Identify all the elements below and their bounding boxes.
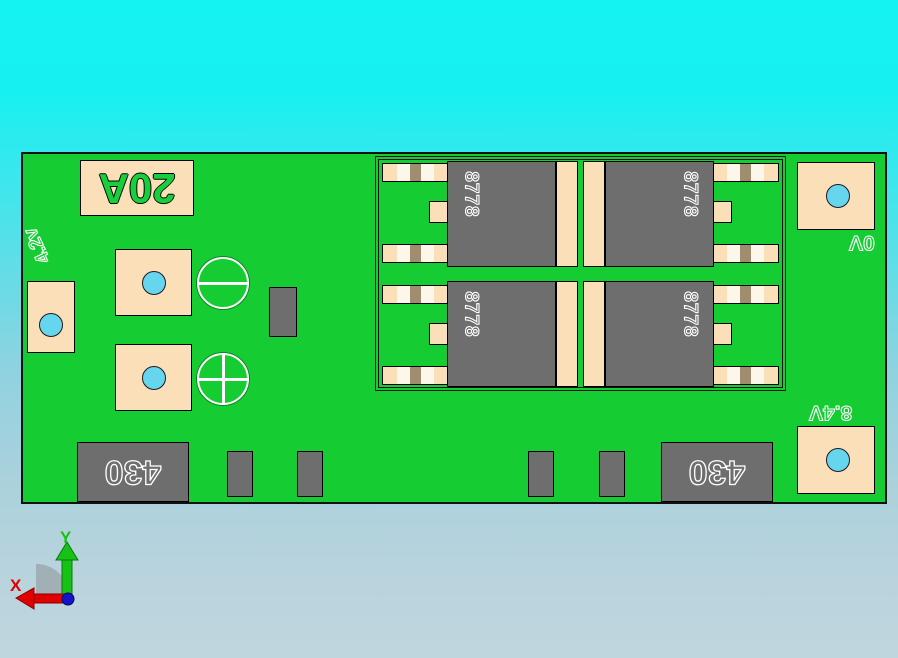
lead-pads-top-right-upper: [713, 163, 779, 182]
resistor-430-right-label: 430: [688, 452, 746, 491]
smd-bottom-4[interactable]: [599, 451, 625, 497]
axis-z-origin-dot: [61, 592, 75, 606]
rating-pad-20a: [80, 160, 194, 216]
smd-component-center-left[interactable]: [269, 287, 297, 337]
mosfet-tab-bottom-left: [556, 281, 578, 387]
ground-terminal-hole: [826, 184, 850, 208]
axis-gizmo-svg: [15, 541, 79, 610]
mosfet-tab-top-left: [556, 161, 578, 267]
mosfet-top-right[interactable]: [605, 161, 714, 267]
smd-bottom-3[interactable]: [528, 451, 554, 497]
pcb-board[interactable]: 20A 4.2v: [20, 152, 887, 504]
lead-pads-top-left-upper: [382, 163, 448, 182]
rating-label-20a: 20A: [98, 165, 176, 212]
output-label-8v4: 8.4V: [808, 400, 853, 424]
resistor-430-right[interactable]: [661, 442, 773, 502]
resistor-430-left[interactable]: [77, 442, 189, 502]
mosfet-bottom-left[interactable]: [447, 281, 556, 387]
mount-hole-upper: [142, 271, 166, 295]
axis-gizmo[interactable]: Y X: [8, 528, 100, 616]
axis-y-shaft: [61, 553, 73, 599]
resistor-430-left-label: 430: [104, 452, 162, 491]
smd-bottom-2[interactable]: [297, 451, 323, 497]
mosfet-bottom-right[interactable]: [605, 281, 714, 387]
lead-pads-bottom-left-lower: [382, 366, 448, 385]
mosfet-top-left[interactable]: [447, 161, 556, 267]
smd-bottom-1[interactable]: [227, 451, 253, 497]
test-point-horizontal-icon: [197, 257, 249, 309]
mosfet-tab-bottom-right: [583, 281, 605, 387]
input-voltage-label: 4.2v: [20, 224, 56, 267]
lead-pads-bottom-left-upper: [382, 285, 448, 304]
lead-pads-top-right-lower: [713, 244, 779, 263]
lead-pads-top-left-lower: [382, 244, 448, 263]
axis-x-label: X: [10, 576, 22, 595]
axis-y-arrowhead: [55, 541, 79, 561]
lead-pads-bottom-right-lower: [713, 366, 779, 385]
mosfet-array-outline: 8778 8778: [375, 156, 786, 391]
output-terminal-hole: [826, 448, 850, 472]
ground-label-0v: 0V: [848, 230, 875, 254]
test-point-cross-vbar: [221, 353, 225, 405]
mosfet-array-inner-outline: [378, 159, 783, 388]
mosfet-label-bottom-right: 8778: [679, 291, 701, 338]
mosfet-label-top-right: 8778: [679, 171, 701, 218]
axis-x-arrowhead: [15, 587, 35, 610]
mount-hole-lower: [142, 366, 166, 390]
lead-pads-bottom-right-upper: [713, 285, 779, 304]
mosfet-tab-top-right: [583, 161, 605, 267]
input-terminal-hole: [39, 313, 63, 337]
mosfet-label-top-left: 8778: [460, 171, 482, 218]
mosfet-label-bottom-left: 8778: [460, 291, 482, 338]
test-point-horizontal-bar: [197, 281, 249, 285]
test-point-cross-icon: [197, 353, 249, 405]
axis-y-label: Y: [60, 528, 72, 547]
